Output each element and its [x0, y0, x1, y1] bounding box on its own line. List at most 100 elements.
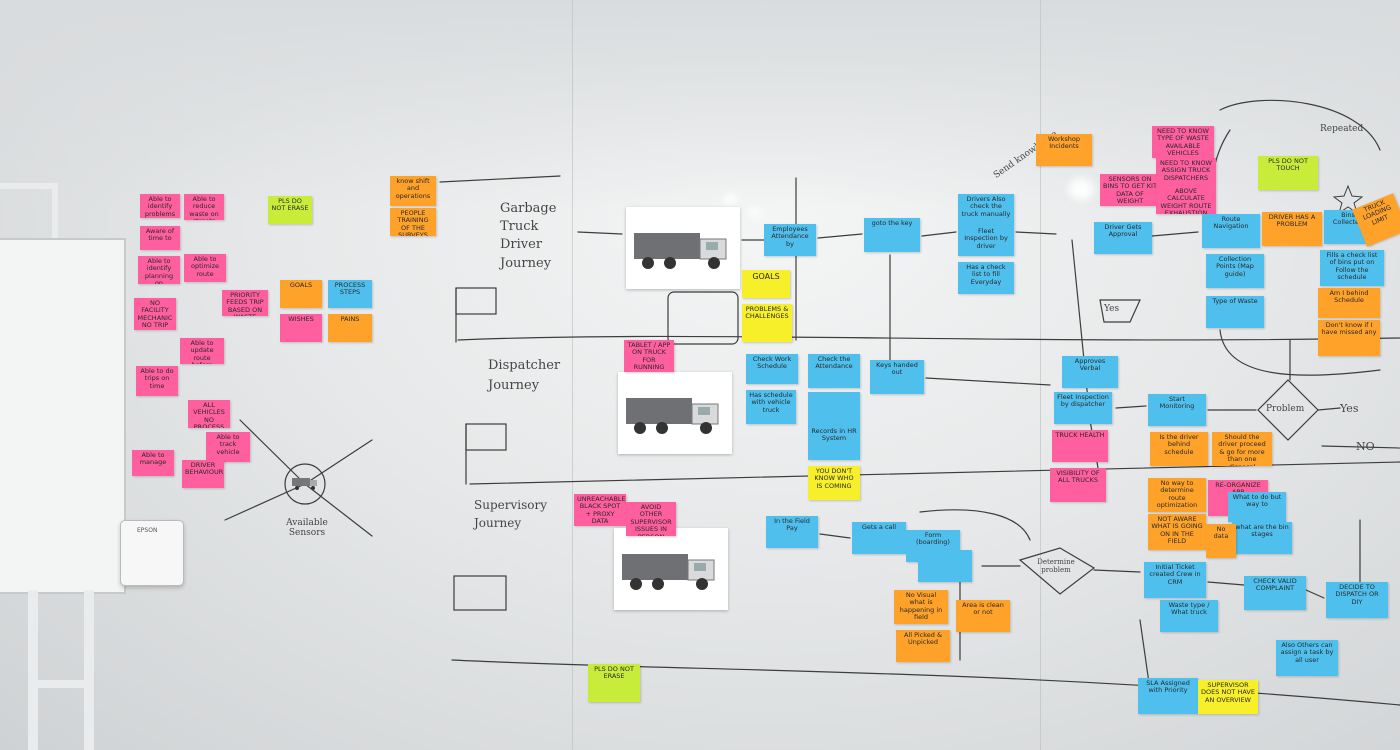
truck-icon	[634, 233, 727, 269]
sticky-note: Don't know if I have missed any	[1318, 320, 1380, 356]
sticky-note: Has schedule with vehicle truck	[746, 390, 796, 424]
sticky-note: No Visual what is happening in field	[894, 590, 948, 624]
repeat-arc	[1219, 99, 1381, 151]
truck-photo	[618, 372, 732, 454]
sticky-note: Approves Verbal	[1062, 356, 1118, 388]
arrow	[1305, 589, 1325, 599]
sensors-heading: Available Sensors	[286, 518, 328, 538]
sticky-note: UNREACHABLE BLACK SPOT + PROXY DATA	[574, 494, 626, 526]
sticky-note: NO FACILITY MECHANIC NO TRIP REPORT	[134, 298, 176, 330]
sticky-note: All Picked & Unpicked	[896, 630, 950, 662]
sticky-note: DECIDE TO DISPATCH OR DIY	[1326, 582, 1388, 618]
sticky-note: goto the key	[864, 218, 920, 252]
flag-sketch	[465, 423, 507, 451]
light-glare	[748, 208, 762, 217]
sticky-note: TRUCK HEALTH	[1052, 430, 1108, 462]
sticky-note: NEED TO KNOW TYPE OF WASTE AVAILABLE VEH…	[1152, 126, 1214, 158]
sticky-note: GOALS	[742, 270, 790, 298]
yes-box	[1099, 299, 1141, 323]
swimlane-line-1	[457, 335, 1400, 341]
top-line	[439, 175, 561, 183]
sticky-note: Collection Points (Map guide)	[1206, 254, 1264, 288]
light-glare	[1068, 178, 1094, 200]
dispatcher-journey-heading: Dispatcher Journey	[488, 358, 561, 393]
sensor-ray	[304, 483, 373, 537]
arrow	[577, 231, 623, 235]
no-arrow	[1321, 445, 1400, 449]
sticky-note: TABLET / APP ON TRUCK FOR RUNNING OPERAT…	[624, 340, 674, 372]
sticky-note: Initial Ticket created Crew in CRM	[1144, 562, 1206, 598]
sticky-note	[808, 392, 860, 426]
sticky-note: Fleet Inspection by driver	[958, 226, 1014, 256]
truck-icon	[622, 554, 715, 590]
repeated-label: Repeated	[1320, 124, 1364, 134]
truck-icon	[626, 398, 719, 434]
legend-wishes: WISHES	[280, 314, 322, 342]
sticky-note: PRIORITY FEEDS TRIP BASED ON WASTE WEIGH…	[222, 290, 268, 316]
sticky-note: ALL VEHICLES NO PROCESS	[188, 400, 230, 428]
sticky-note: Able to track vehicle	[206, 432, 250, 462]
sticky-note: Type of Waste	[1206, 296, 1264, 328]
arrow	[817, 233, 863, 239]
yes-label: Yes	[1340, 402, 1359, 415]
arrow	[1207, 581, 1245, 586]
sticky-note: Workshop Incidents	[1036, 134, 1092, 166]
yes-check-label: Yes	[1104, 304, 1120, 314]
sticky-note: SENSORS ON BINS TO GET KIT DATA OF WEIGH…	[1100, 174, 1160, 206]
sticky-note: Should the driver proceed & go for more …	[1212, 432, 1272, 466]
sticky-note: Gets a call	[852, 522, 906, 554]
sticky-note: No data	[1206, 524, 1236, 558]
sticky-note: know shift and operations	[390, 176, 436, 206]
sticky-note: Am I behind Schedule	[1318, 288, 1380, 318]
arrow	[925, 377, 1051, 386]
sticky-note: SLA Assigned with Priority	[1138, 678, 1198, 714]
sticky-note: Waste type / What truck	[1160, 600, 1218, 632]
sticky-note: Employees Attendance by	[764, 224, 816, 256]
curve	[919, 509, 1031, 541]
sticky-note: YOU DON'T KNOW WHO IS COMING	[808, 466, 860, 500]
sticky-note: Keys handed out	[870, 360, 924, 394]
sticky-note: NEED TO KNOW ASSIGN TRUCK DISPATCHERS	[1156, 158, 1216, 186]
sticky-note: SUPERVISOR DOES NOT HAVE AN OVERVIEW	[1198, 680, 1258, 714]
problem-label: Problem	[1266, 404, 1305, 414]
sticky-note: Area is clean or not	[956, 600, 1010, 632]
sensor-truck-icon	[290, 474, 320, 492]
sticky-note: Able to identify planning on vehicles	[138, 256, 180, 284]
arrow	[1151, 231, 1199, 237]
arrow	[1115, 405, 1147, 409]
sticky-note: DRIVER BEHAVIOUR	[182, 460, 224, 488]
driver-journey-text: Garbage Truck Driver Journey	[500, 201, 557, 271]
sensor-ray	[304, 439, 373, 485]
truck-sketch	[667, 291, 739, 345]
sticky-note: Able to reduce waste on streets	[184, 194, 224, 220]
board-stand-leg	[28, 590, 38, 750]
no-label: NO	[1356, 440, 1375, 453]
sticky-note: AVOID OTHER SUPERVISOR ISSUES IN PERSON	[626, 502, 676, 536]
sensor-ray	[224, 483, 306, 521]
sticky-note: Able to manage	[132, 450, 174, 476]
legend-goals: GOALS	[280, 280, 322, 308]
sensor-circle	[284, 463, 326, 505]
sticky-note: Fills a check list of bins put on Follow…	[1320, 250, 1384, 286]
mobile-whiteboard	[0, 238, 126, 594]
arrow	[1317, 407, 1341, 411]
sticky-note: Able to do trips on time	[136, 366, 178, 396]
sticky-note: PLS DO NOT TOUCH	[1258, 156, 1318, 190]
arrow	[819, 533, 851, 539]
sticky-note: Also Others can assign a task by all use…	[1276, 640, 1338, 676]
sticky-note: PLS DO NOT ERASE	[588, 664, 640, 702]
sticky-note: DRIVER HAS A PROBLEM	[1262, 212, 1322, 246]
sticky-note: VISIBILITY OF ALL TRUCKS	[1050, 468, 1106, 502]
sticky-note: PROBLEMS & CHALLENGES	[742, 304, 792, 342]
sticky-note: Route Navigation	[1202, 214, 1260, 248]
arrow	[921, 231, 957, 237]
sticky-note: Check Work Schedule	[746, 354, 798, 384]
determine-problem-label: Determine problem	[1037, 558, 1075, 574]
sticky-note: Aware of time to	[140, 226, 180, 250]
sticky-note: In the Field Pay	[766, 516, 818, 548]
sticky-note: ABOVE CALCULATE WEIGHT ROUTE EXHAUSTION	[1156, 186, 1216, 214]
projector-brand: EPSON	[137, 527, 158, 534]
arrow	[1093, 569, 1141, 573]
sticky-note: Is the driver behind schedule	[1150, 432, 1208, 466]
sticky-note: Start Monitoring	[1148, 394, 1206, 426]
